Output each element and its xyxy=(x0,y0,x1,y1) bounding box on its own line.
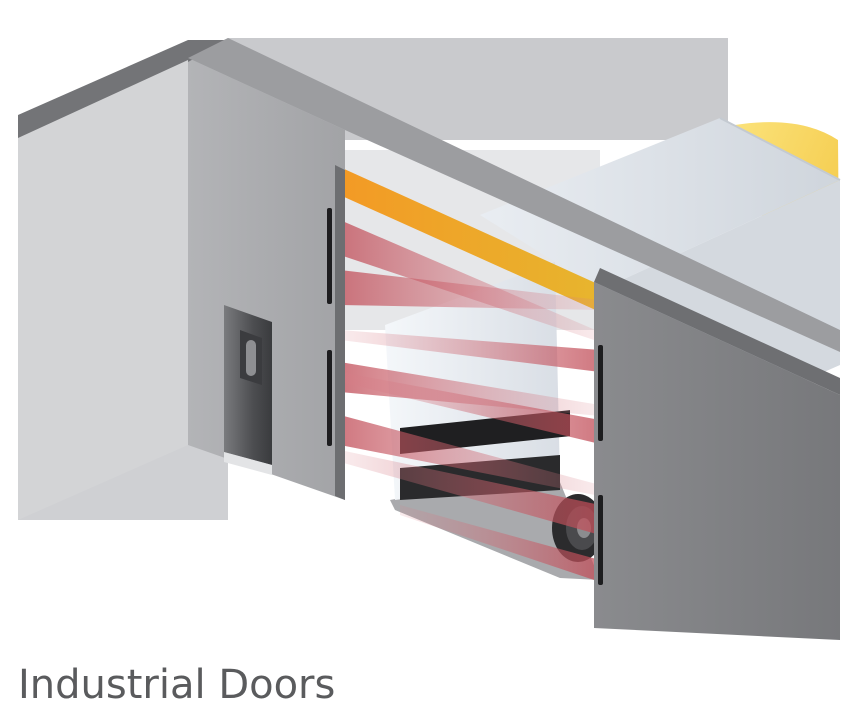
door-header xyxy=(342,168,600,312)
light-curtain-beams xyxy=(340,220,600,582)
wall-top-ledge xyxy=(188,38,840,352)
truck-box-top xyxy=(480,118,840,290)
opening-left-jamb xyxy=(335,165,345,500)
side-wall-left-edge xyxy=(18,60,188,520)
pedestrian-door-icon xyxy=(224,305,272,475)
light-curtain-sensor-icon xyxy=(327,208,603,585)
truck-box-edge xyxy=(719,117,841,181)
front-wall-right xyxy=(594,282,840,640)
front-wall-right-top xyxy=(594,268,840,395)
illustration-caption: Industrial Doors xyxy=(18,662,336,708)
industrial-door-illustration xyxy=(18,38,841,640)
